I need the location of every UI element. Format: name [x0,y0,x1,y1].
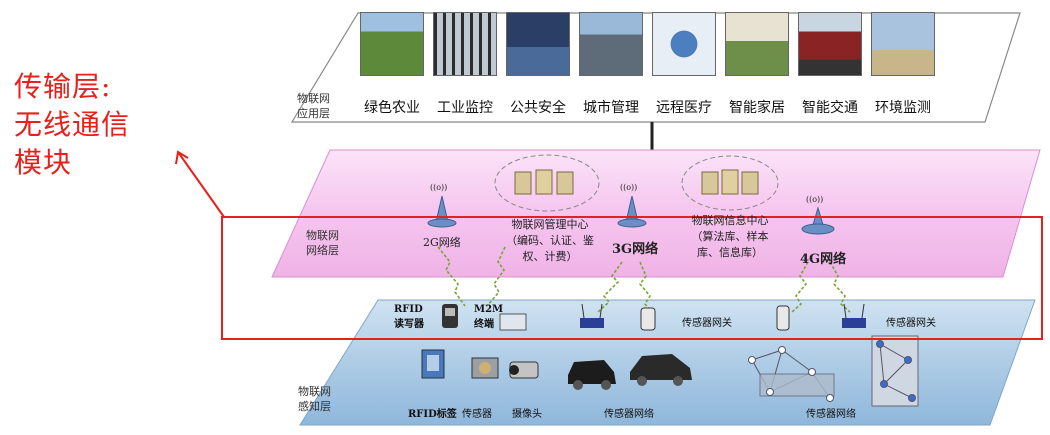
tower-caption-4g: ((o)) [806,195,824,204]
truck-photo-icon [798,12,862,76]
network-2g-label: 2G网络 [423,236,461,249]
sensor-label: 传感器 [462,409,492,420]
gateway-label-2: 传感器网关 [886,318,936,329]
info-center-line1: （算法库、样本 [691,230,769,243]
mgmt-center-ellipse [494,154,600,212]
tower-3g-icon [617,195,647,228]
rfid-reader-label-line1: RFID [394,304,423,315]
camera-label: 摄像头 [512,409,542,420]
power-tower-photo-icon [433,12,497,76]
annotation-line-2: 无线通信 [14,108,131,141]
sensor-network-icon-1 [748,346,835,402]
m2m-label-line1: M2M [474,304,504,315]
city-skyline-photo-icon [579,12,643,76]
network-layer-plane [271,149,1041,278]
tower-2g-icon [427,195,457,228]
network-layer-name-line1: 物联网 [306,229,339,242]
sensor-network-label-1: 传感器网络 [604,409,654,420]
app-label: 城市管理 [583,100,639,116]
perception-layer-name-line1: 物联网 [298,385,331,398]
rfid-reader-label-line2: 读写器 [394,319,424,330]
wireless-link-2 [486,246,506,307]
network-layer-name: 物联网 网络层 [306,228,339,258]
weather-station-photo-icon [871,12,935,76]
farm-field-photo-icon [360,12,424,76]
app-label: 环境监测 [875,100,931,116]
camera-icon [509,361,539,379]
mgmt-center-line2: 权、计费） [522,250,578,263]
m2m-terminal-icon [499,313,527,331]
rfid-tag-icon [421,349,445,379]
gateway-device-icon-1 [640,307,656,331]
sensor-network-label-2: 传感器网络 [806,409,856,420]
rfid-tag-label: RFID标签 [408,409,457,420]
tower-caption-2g: ((o)) [430,183,448,192]
network-4g-label: 4G网络 [800,252,847,267]
transport-layer-highlight [221,216,1043,340]
medical-device-photo-icon [652,12,716,76]
router-icon-2 [842,303,866,328]
app-label: 公共安全 [510,100,566,116]
app-layer-name: 物联网 应用层 [297,91,330,121]
car-icon-2 [630,354,692,386]
info-center-ellipse [681,155,779,211]
mgmt-servers-icon [514,169,574,195]
app-layer-name-line1: 物联网 [297,92,330,105]
perception-layer-name-line2: 感知层 [298,400,331,413]
wireless-link-3 [597,261,623,313]
sensor-icon [471,357,499,379]
perception-layer-name: 物联网 感知层 [298,384,331,414]
rfid-reader-icon [442,304,458,328]
app-label: 智能家居 [729,100,785,116]
house-photo-icon [725,12,789,76]
tower-caption-3g: ((o)) [620,183,638,192]
mgmt-center-title: 物联网管理中心 [511,218,589,231]
gateway-device-icon-2 [776,305,790,331]
gateway-label-1: 传感器网关 [682,318,732,329]
info-center-title: 物联网信息中心 [691,214,769,227]
car-icon-1 [568,360,616,390]
sensor-network-icon-2 [871,335,919,407]
app-label: 工业监控 [437,100,493,116]
info-servers-icon [701,169,759,195]
m2m-label-line2: 终端 [474,319,494,330]
app-label: 智能交通 [802,100,858,116]
wireless-link-1 [437,246,466,307]
wireless-link-4 [638,261,653,313]
network-layer-name-line2: 网络层 [306,244,339,257]
annotation-arrow [175,150,225,218]
info-center-line2: 库、信息库） [697,246,763,259]
m2m-label: M2M 终端 [474,304,503,330]
monitor-room-photo-icon [506,12,570,76]
router-icon-1 [580,303,604,328]
app-layer-name-line2: 应用层 [297,107,330,120]
network-3g-label: 3G网络 [612,242,659,257]
rfid-reader-label: RFID 读写器 [394,304,424,330]
app-label: 绿色农业 [364,100,420,116]
annotation-line-3: 模块 [14,146,73,179]
mgmt-center-line1: （编码、认证、鉴 [506,234,594,247]
annotation-line-1: 传输层: [14,70,112,103]
app-label: 远程医疗 [656,100,712,116]
wireless-link-6 [829,261,851,313]
